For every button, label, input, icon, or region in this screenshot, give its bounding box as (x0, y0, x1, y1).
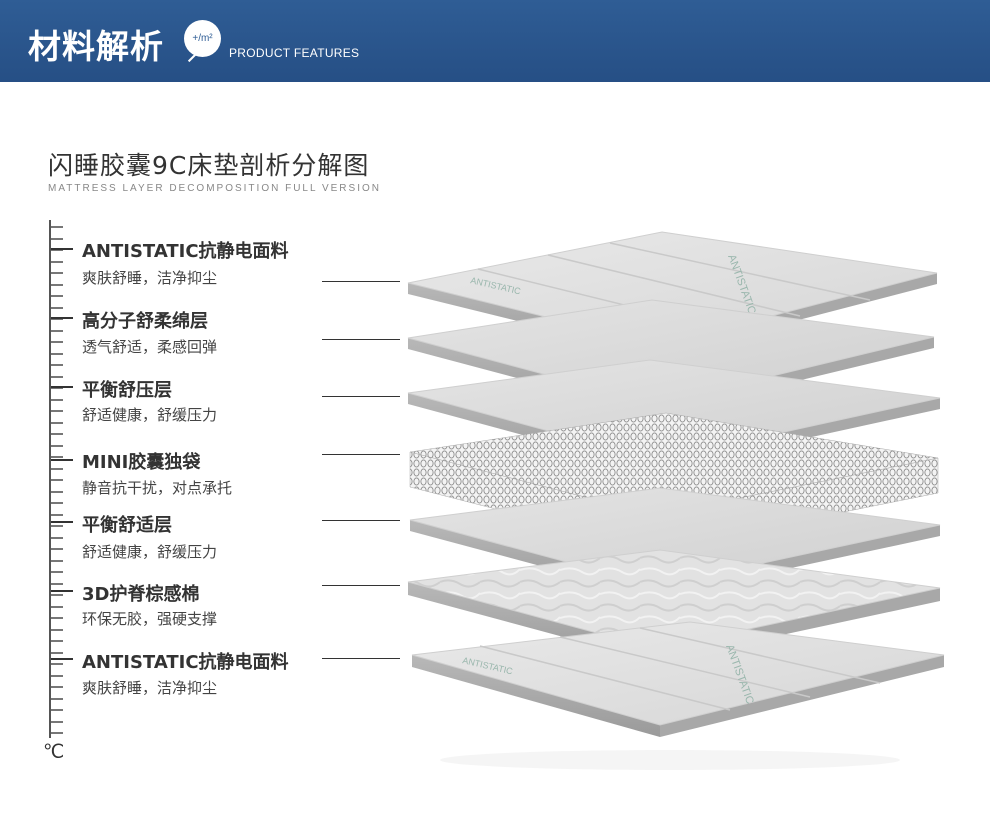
layer-7-fabric-panel: ANTISTATIC ANTISTATIC (412, 622, 944, 737)
stack-shadow (440, 750, 900, 770)
